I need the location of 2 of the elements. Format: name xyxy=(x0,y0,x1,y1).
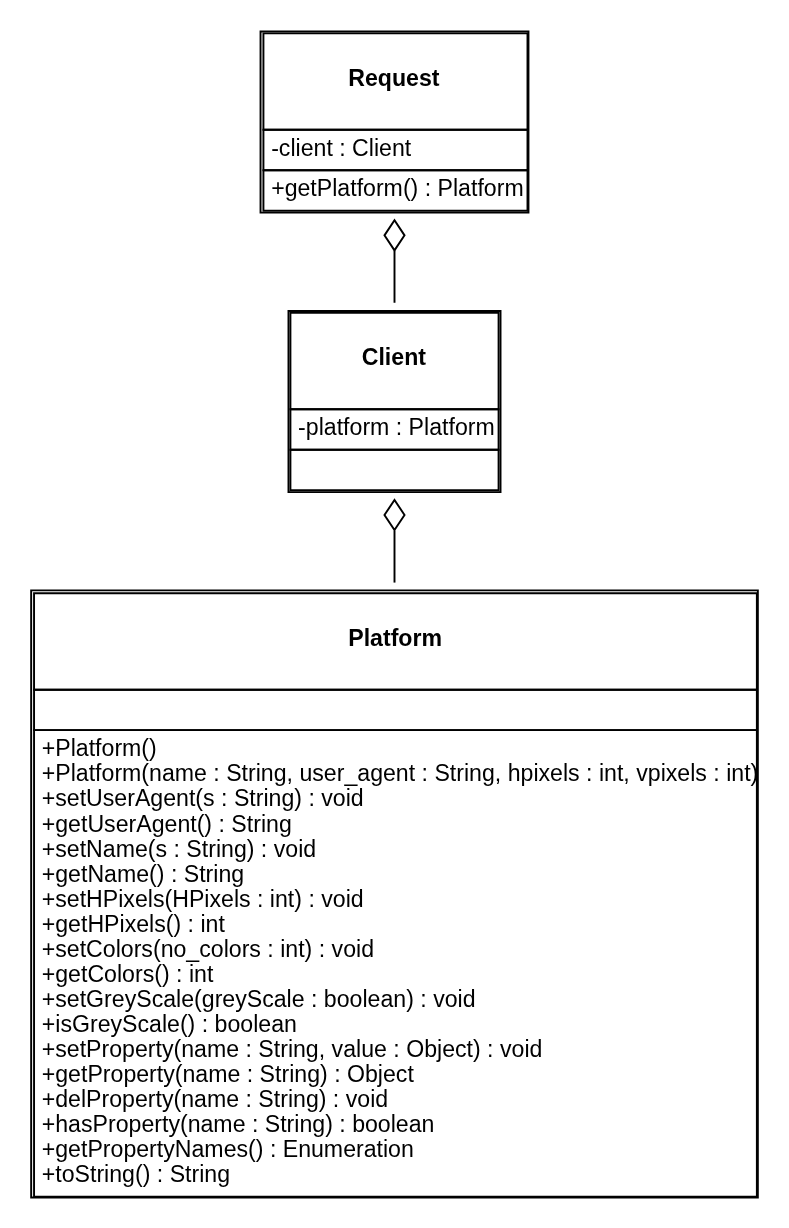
connector xyxy=(383,218,406,304)
connector xyxy=(383,497,406,584)
